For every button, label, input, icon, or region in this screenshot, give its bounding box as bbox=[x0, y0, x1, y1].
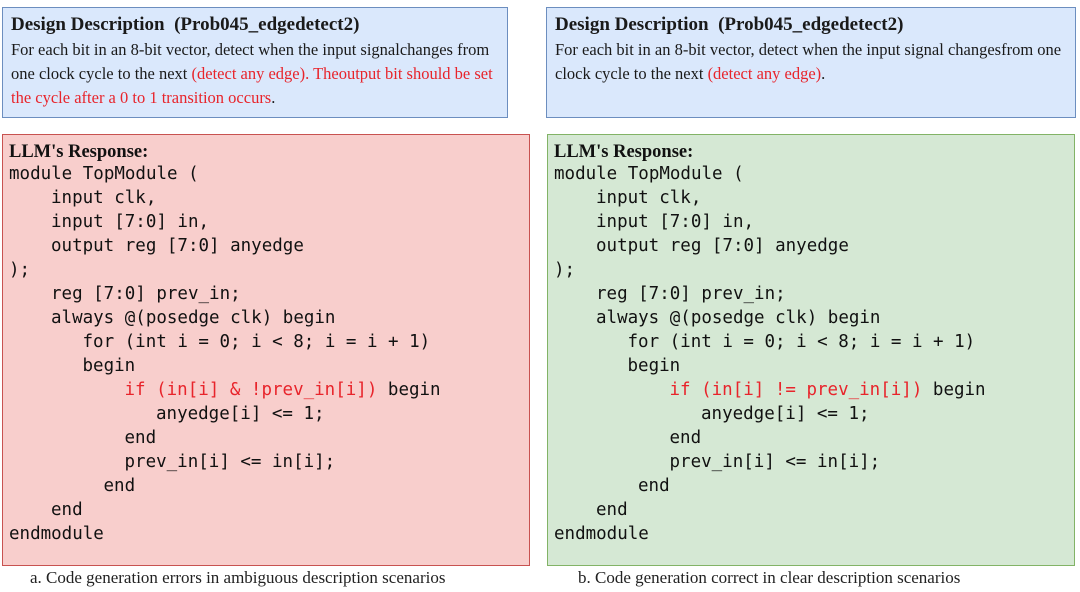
code-text: endmodule bbox=[554, 524, 649, 544]
code-line: end bbox=[9, 498, 523, 522]
code-line: for (int i = 0; i < 8; i = i + 1) bbox=[9, 330, 523, 354]
description-segment: . bbox=[821, 64, 826, 83]
code-line: module TopModule ( bbox=[554, 162, 1068, 186]
code-text: end bbox=[103, 476, 136, 496]
code-line: end bbox=[554, 498, 1068, 522]
code-line: end bbox=[9, 474, 523, 498]
code-line: prev_in[i] <= in[i]; bbox=[554, 450, 1068, 474]
description-segment: For each bit in an 8-bit vector, detect … bbox=[11, 40, 400, 59]
code-text-highlight: if (in[i] & !prev_in[i]) bbox=[124, 380, 378, 400]
code-text: begin bbox=[377, 380, 441, 400]
code-text: prev_in[i] <= in[i]; bbox=[124, 452, 336, 472]
code-text: end bbox=[51, 500, 83, 520]
code-text: output reg [7:0] anyedge bbox=[51, 236, 304, 256]
response-box-a: LLM's Response: module TopModule ( input … bbox=[2, 134, 530, 566]
code-line: if (in[i] != prev_in[i]) begin bbox=[554, 378, 1068, 402]
description-title: Design Description (Prob045_edgedetect2) bbox=[555, 14, 904, 35]
caption-b: b. Code generation correct in clear desc… bbox=[578, 568, 961, 587]
code-line: ); bbox=[9, 258, 523, 282]
code-line: reg [7:0] prev_in; bbox=[554, 282, 1068, 306]
code-line: always @(posedge clk) begin bbox=[9, 306, 523, 330]
code-line: input [7:0] in, bbox=[554, 210, 1068, 234]
code-text: for (int i = 0; i < 8; i = i + 1) bbox=[82, 332, 431, 352]
code-text: ); bbox=[9, 260, 31, 280]
code-line: for (int i = 0; i < 8; i = i + 1) bbox=[554, 330, 1068, 354]
code-text: begin bbox=[922, 380, 986, 400]
code-block-a: module TopModule ( input clk, input [7:0] … bbox=[9, 162, 523, 546]
code-text: end bbox=[669, 428, 702, 448]
code-text: begin bbox=[82, 356, 136, 376]
code-text: anyedge[i] <= 1; bbox=[156, 404, 325, 424]
description-title: Design Description (Prob045_edgedetect2) bbox=[11, 14, 360, 35]
code-line: begin bbox=[554, 354, 1068, 378]
code-line: endmodule bbox=[9, 522, 523, 546]
highlighted-text: (detect any edge). The bbox=[191, 64, 339, 83]
code-line: end bbox=[554, 474, 1068, 498]
code-text: module TopModule ( bbox=[9, 164, 199, 184]
code-line: anyedge[i] <= 1; bbox=[554, 402, 1068, 426]
code-text: reg [7:0] prev_in; bbox=[51, 284, 241, 304]
code-text: input [7:0] in, bbox=[51, 212, 210, 232]
code-line: prev_in[i] <= in[i]; bbox=[9, 450, 523, 474]
code-text: end bbox=[124, 428, 157, 448]
description-text: For each bit in an 8-bit vector, detect … bbox=[555, 38, 1067, 86]
response-box-b: LLM's Response: module TopModule ( input … bbox=[547, 134, 1075, 566]
code-text: output reg [7:0] anyedge bbox=[596, 236, 849, 256]
code-text: ); bbox=[554, 260, 576, 280]
description-segment: changes from one clock cycle to the next bbox=[11, 40, 490, 83]
description-segment: from one clock cycle to the next bbox=[555, 40, 1062, 83]
code-text: end bbox=[596, 500, 628, 520]
code-line: ); bbox=[554, 258, 1068, 282]
code-line: input clk, bbox=[554, 186, 1068, 210]
description-segment: . bbox=[271, 88, 276, 107]
code-text-highlight: if (in[i] != prev_in[i]) bbox=[669, 380, 923, 400]
code-text: endmodule bbox=[9, 524, 104, 544]
code-text: reg [7:0] prev_in; bbox=[596, 284, 786, 304]
code-line: end bbox=[554, 426, 1068, 450]
code-line: always @(posedge clk) begin bbox=[554, 306, 1068, 330]
code-text: anyedge[i] <= 1; bbox=[701, 404, 870, 424]
description-segment: For each bit in an 8-bit vector, detect … bbox=[555, 40, 1002, 59]
caption-a: a. Code generation errors in ambiguous d… bbox=[30, 568, 446, 587]
code-line: endmodule bbox=[554, 522, 1068, 546]
code-text: input [7:0] in, bbox=[596, 212, 755, 232]
code-text: for (int i = 0; i < 8; i = i + 1) bbox=[627, 332, 976, 352]
highlighted-text: output bit should be set the cycle after… bbox=[11, 64, 493, 107]
highlighted-text: (detect any edge) bbox=[707, 64, 822, 83]
code-line: module TopModule ( bbox=[9, 162, 523, 186]
code-text: end bbox=[638, 476, 670, 496]
code-line: input [7:0] in, bbox=[9, 210, 523, 234]
code-text: begin bbox=[627, 356, 681, 376]
code-line: output reg [7:0] anyedge bbox=[554, 234, 1068, 258]
response-label: LLM's Response: bbox=[554, 142, 694, 162]
code-text: always @(posedge clk) begin bbox=[596, 308, 881, 328]
response-label: LLM's Response: bbox=[9, 142, 149, 162]
code-text: input clk, bbox=[51, 188, 157, 208]
code-line: if (in[i] & !prev_in[i]) begin bbox=[9, 378, 523, 402]
description-text: For each bit in an 8-bit vector, detect … bbox=[11, 38, 499, 110]
description-box-a: Design Description (Prob045_edgedetect2)… bbox=[2, 7, 508, 118]
code-line: output reg [7:0] anyedge bbox=[9, 234, 523, 258]
code-line: end bbox=[9, 426, 523, 450]
code-text: always @(posedge clk) begin bbox=[51, 308, 336, 328]
code-line: anyedge[i] <= 1; bbox=[9, 402, 523, 426]
code-text: input clk, bbox=[596, 188, 702, 208]
code-text: module TopModule ( bbox=[554, 164, 744, 184]
code-block-b: module TopModule ( input clk, input [7:0] … bbox=[554, 162, 1068, 546]
code-line: input clk, bbox=[9, 186, 523, 210]
code-text: prev_in[i] <= in[i]; bbox=[669, 452, 881, 472]
description-box-b: Design Description (Prob045_edgedetect2)… bbox=[546, 7, 1076, 118]
code-line: reg [7:0] prev_in; bbox=[9, 282, 523, 306]
code-line: begin bbox=[9, 354, 523, 378]
